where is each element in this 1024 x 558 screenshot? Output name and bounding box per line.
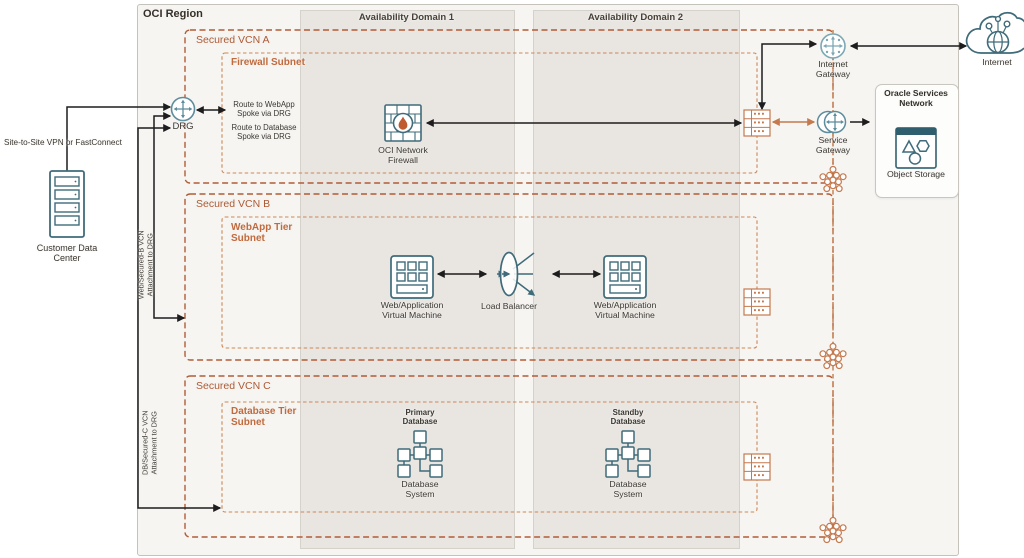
region-title: OCI Region [143,8,203,20]
internet-label: Internet [982,57,1012,67]
availability-domain-2-column [533,10,740,549]
standby-database-label: Standby Database [610,408,646,426]
site-to-site-label: Site-to-Site VPN or FastConnect [4,138,122,147]
route-database-annotation: Route to Database Spoke via DRG [231,123,297,141]
drg-label: DRG [172,121,194,132]
database-system-label-1: Database System [401,479,439,499]
osn-title: Oracle Services Network [884,88,948,108]
internet-icon [965,11,1024,54]
webapp-vm-label-2: Web/Application Virtual Machine [593,300,657,320]
firewall-subnet-label: Firewall Subnet [231,57,305,68]
webapp-subnet-label: WebApp Tier Subnet [231,222,293,245]
vcn-a-label: Secured VCN A [196,34,270,46]
internet-gateway-label: Internet Gateway [815,59,851,79]
route-webapp-annotation: Route to WebApp Spoke via DRG [233,100,295,118]
customer-datacenter-icon [49,170,85,238]
database-system-label-2: Database System [609,479,647,499]
customer-datacenter-label: Customer Data Center [36,243,98,264]
attachment-c-label: DB/Secured-C VCN Attachment to DRG [140,410,158,475]
attachment-b-label: Web/Secured-B VCN Attachment to DRG [136,230,154,300]
availability-domain-1-column [300,10,515,549]
webapp-vm-label-1: Web/Application Virtual Machine [380,300,444,320]
vcn-c-label: Secured VCN C [196,380,271,392]
ad1-label: Availability Domain 1 [358,12,455,23]
primary-database-label: Primary Database [402,408,438,426]
object-storage-label: Object Storage [887,169,945,179]
network-firewall-label: OCI Network Firewall [378,145,428,165]
vcn-b-label: Secured VCN B [196,198,271,210]
load-balancer-label: Load Balancer [480,301,538,311]
database-subnet-label: Database Tier Subnet [231,406,297,429]
ad2-label: Availability Domain 2 [587,12,684,23]
service-gateway-label: Service Gateway [815,135,851,155]
